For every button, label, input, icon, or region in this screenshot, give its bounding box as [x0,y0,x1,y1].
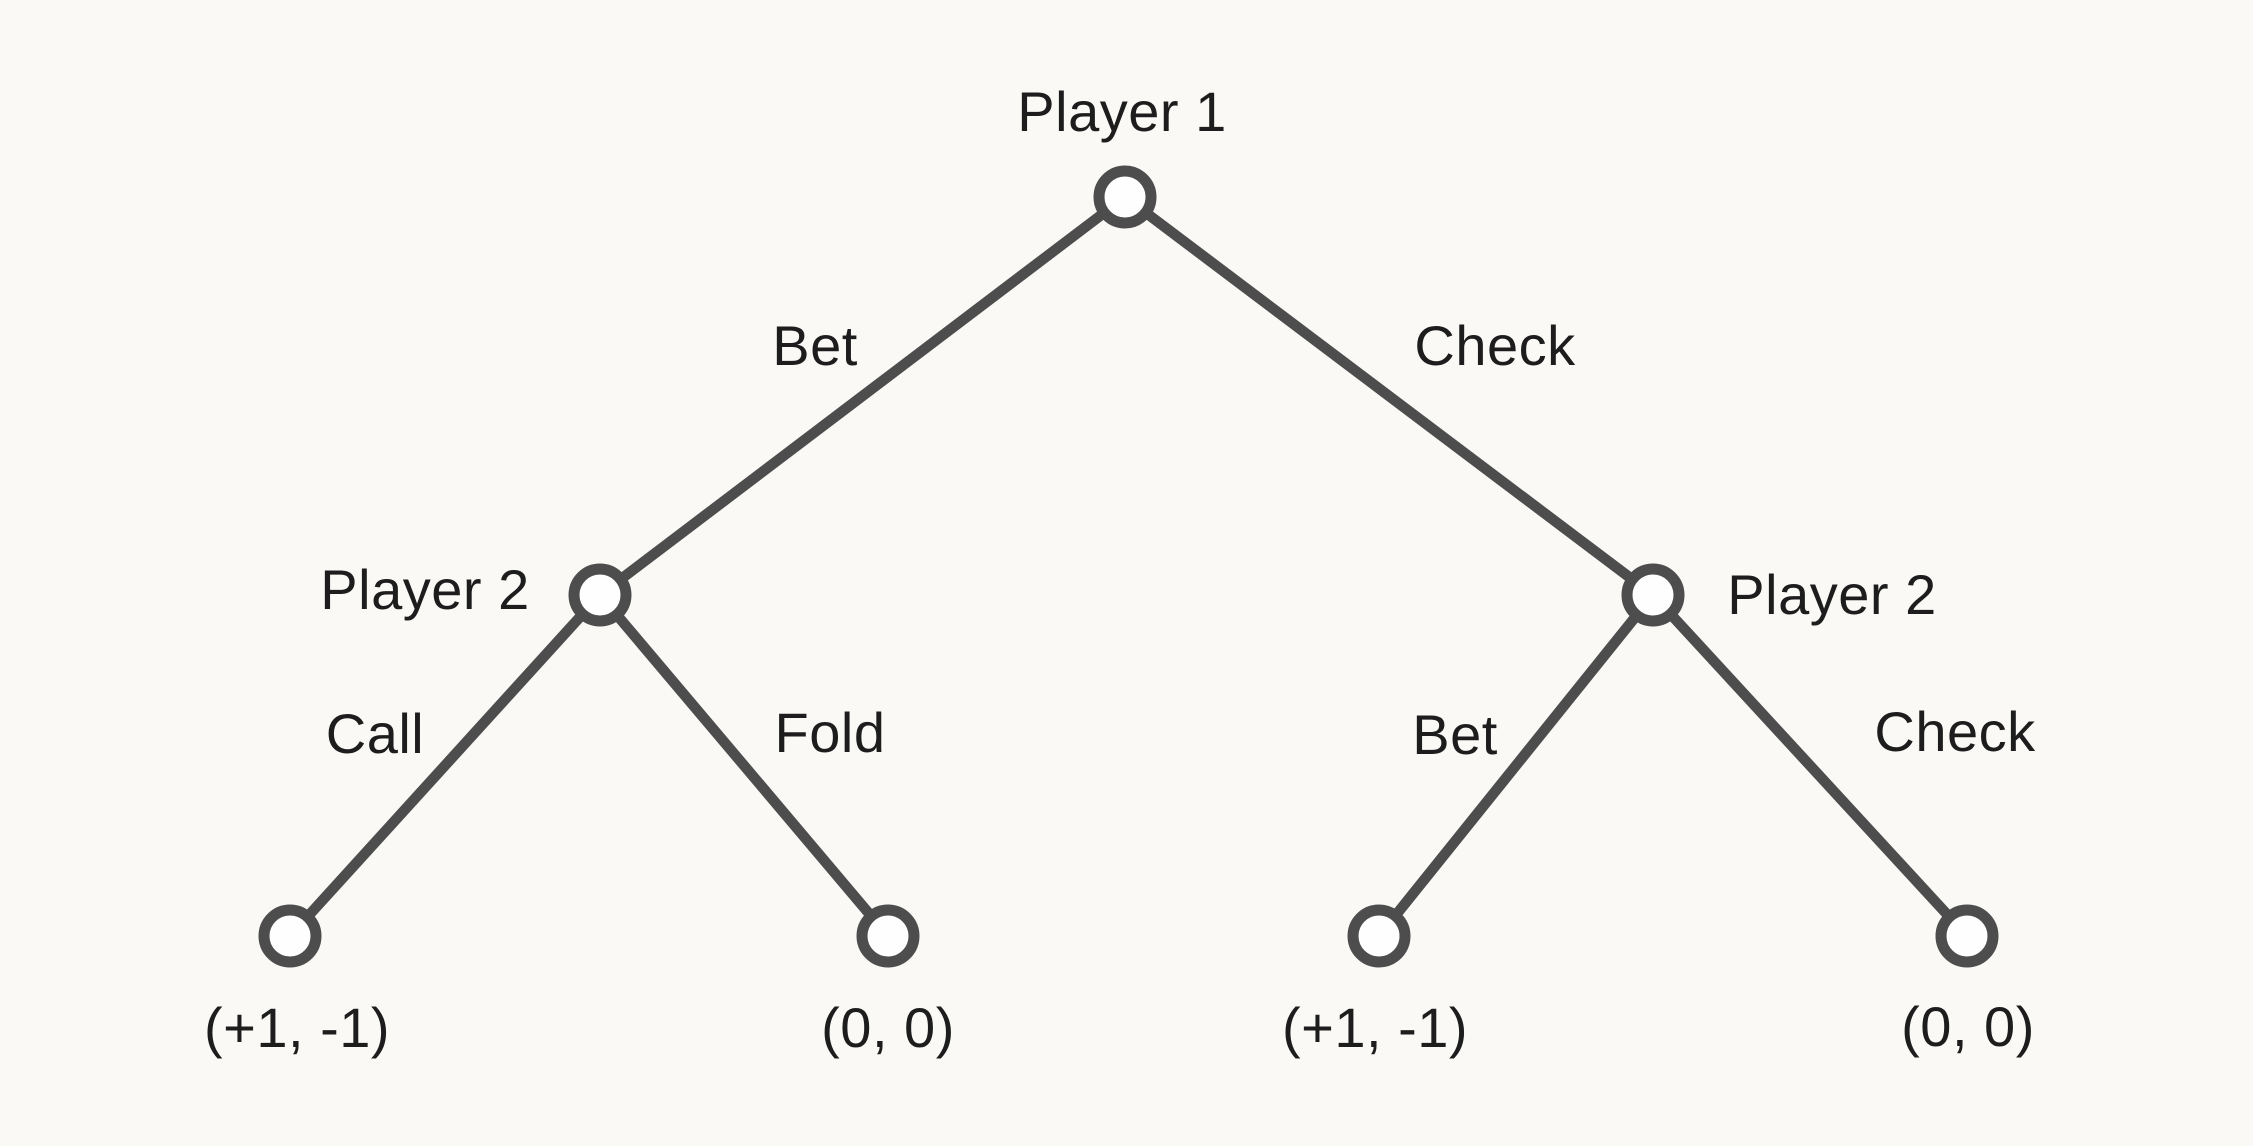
node-circle-leaf3 [1347,904,1411,968]
edge-left-node-to-leaf1 [284,589,606,942]
node-label-player2-left: Player 2 [320,558,530,622]
node-circle-leaf2 [856,904,920,968]
node-circle-leaf1 [258,904,322,968]
edge-right-node-to-leaf3 [1373,589,1659,942]
node-circle-player1 [1093,165,1157,229]
edge-right-node-to-leaf4 [1647,589,1973,942]
edge-root-to-left-node [594,191,1131,601]
edge-label-bet-right: Bet [1412,703,1498,767]
payoff-label-leaf1: (+1, -1) [203,996,391,1060]
edge-label-check-right: Check [1414,314,1576,378]
node-circle-player2-right [1621,563,1685,627]
node-label-player2-right: Player 2 [1727,563,1937,627]
payoff-label-leaf4: (0, 0) [1901,995,2035,1059]
edge-label-fold: Fold [774,701,886,765]
node-circle-leaf4 [1935,904,1999,968]
edge-label-call: Call [325,702,425,766]
edge-root-to-right-node [1119,191,1659,601]
node-label-player1: Player 1 [1017,80,1227,144]
edge-left-node-to-leaf2 [594,589,894,942]
node-circle-player2-left [568,563,632,627]
payoff-label-leaf2: (0, 0) [821,996,955,1060]
payoff-label-leaf3: (+1, -1) [1281,996,1469,1060]
edge-label-check-far-right: Check [1874,700,2036,764]
edge-label-bet-left: Bet [772,314,858,378]
